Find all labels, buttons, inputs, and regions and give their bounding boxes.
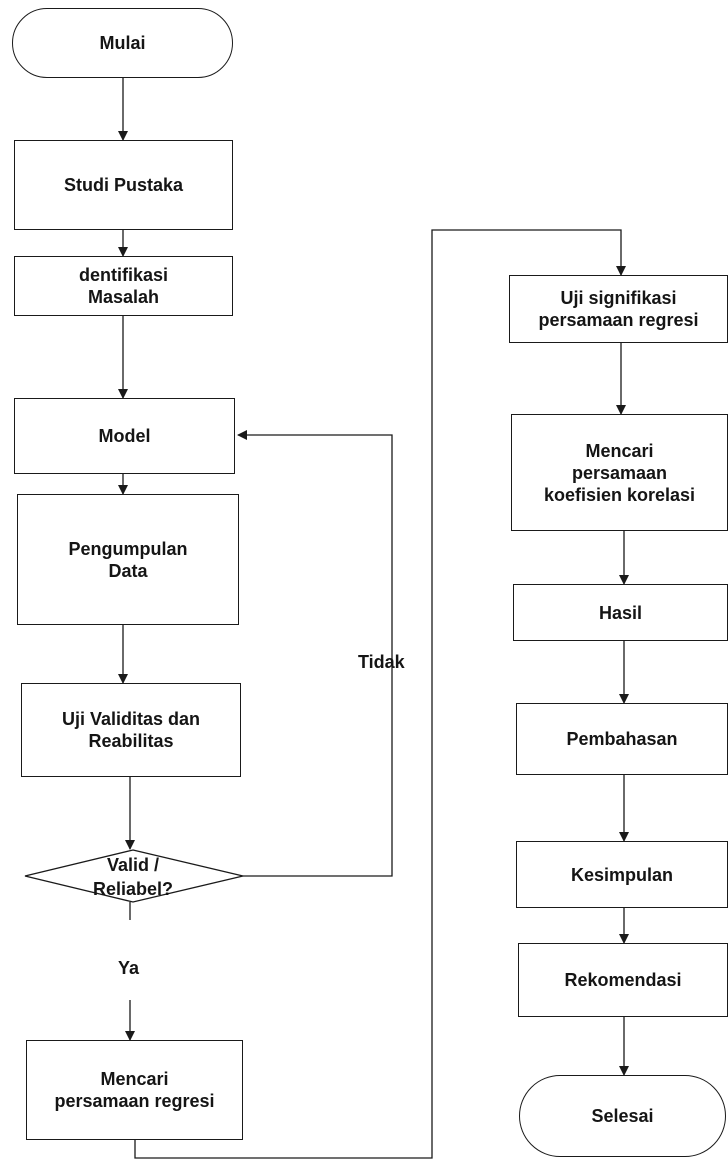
node-regression: Mencari persamaan regresi — [26, 1040, 243, 1140]
decision-diamond — [24, 849, 244, 903]
node-correlation: Mencari persamaan koefisien korelasi — [511, 414, 728, 531]
node-significance: Uji signifikasi persamaan regresi — [509, 275, 728, 343]
node-validity-test-label: Uji Validitas dan Reabilitas — [61, 709, 201, 751]
edge-label-yes: Ya — [118, 958, 140, 978]
node-collect-label: Pengumpulan Data — [68, 538, 188, 581]
node-recommendation: Rekomendasi — [518, 943, 728, 1017]
node-end-label: Selesai — [591, 1106, 654, 1126]
node-result-label: Hasil — [598, 602, 643, 623]
node-model-label: Model — [98, 426, 151, 446]
node-discussion-label: Pembahasan — [566, 729, 678, 749]
node-identify: dentifikasi Masalah — [14, 256, 233, 316]
node-identify-label: dentifikasi Masalah — [78, 265, 169, 307]
edge-decision-no-to-model — [237, 430, 393, 877]
node-regression-label: Mencari persamaan regresi — [54, 1069, 215, 1111]
node-conclusion-label: Kesimpulan — [570, 864, 674, 885]
node-model: Model — [14, 398, 235, 474]
node-start-label: Mulai — [99, 33, 146, 53]
edge-label-no: Tidak — [358, 652, 405, 672]
node-conclusion: Kesimpulan — [516, 841, 728, 908]
node-end: Selesai — [519, 1075, 726, 1157]
node-correlation-label: Mencari persamaan koefisien korelasi — [543, 440, 696, 505]
node-study-label: Studi Pustaka — [63, 175, 184, 195]
node-study: Studi Pustaka — [14, 140, 233, 230]
edge-regression-to-significance — [134, 229, 626, 1159]
decision-label: Valid / Reliabel? — [92, 855, 174, 899]
node-result: Hasil — [513, 584, 728, 641]
node-start: Mulai — [12, 8, 233, 78]
node-significance-label: Uji signifikasi persamaan regresi — [538, 288, 699, 330]
node-collect: Pengumpulan Data — [17, 494, 239, 625]
node-validity-test: Uji Validitas dan Reabilitas — [21, 683, 241, 777]
node-recommendation-label: Rekomendasi — [564, 970, 682, 990]
node-discussion: Pembahasan — [516, 703, 728, 775]
